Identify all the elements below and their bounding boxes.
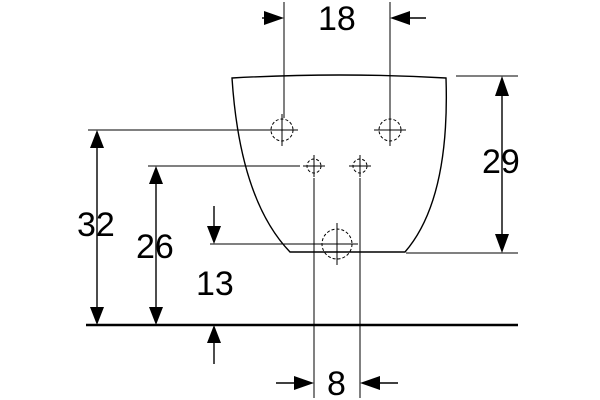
bowl-outline bbox=[231, 74, 448, 253]
dimension-32-label: 32 bbox=[77, 206, 115, 244]
dimension-18-label: 18 bbox=[318, 0, 356, 38]
dimension-29 bbox=[495, 76, 509, 253]
dimension-13-label: 13 bbox=[196, 265, 234, 303]
drain-symbol bbox=[316, 223, 358, 265]
lower-left-hole-symbol bbox=[303, 155, 325, 177]
dimension-8 bbox=[276, 376, 398, 390]
lower-right-hole-symbol bbox=[349, 155, 371, 177]
dimension-32 bbox=[90, 130, 104, 325]
dimension-26 bbox=[149, 166, 163, 325]
dimension-26-label: 26 bbox=[136, 228, 174, 266]
dimension-8-label: 8 bbox=[327, 365, 346, 400]
dimension-13 bbox=[207, 206, 221, 364]
dimension-29-label: 29 bbox=[482, 143, 520, 181]
upper-left-hole-symbol bbox=[266, 114, 298, 146]
dimension-18 bbox=[262, 11, 426, 25]
upper-right-hole-symbol bbox=[374, 114, 406, 146]
